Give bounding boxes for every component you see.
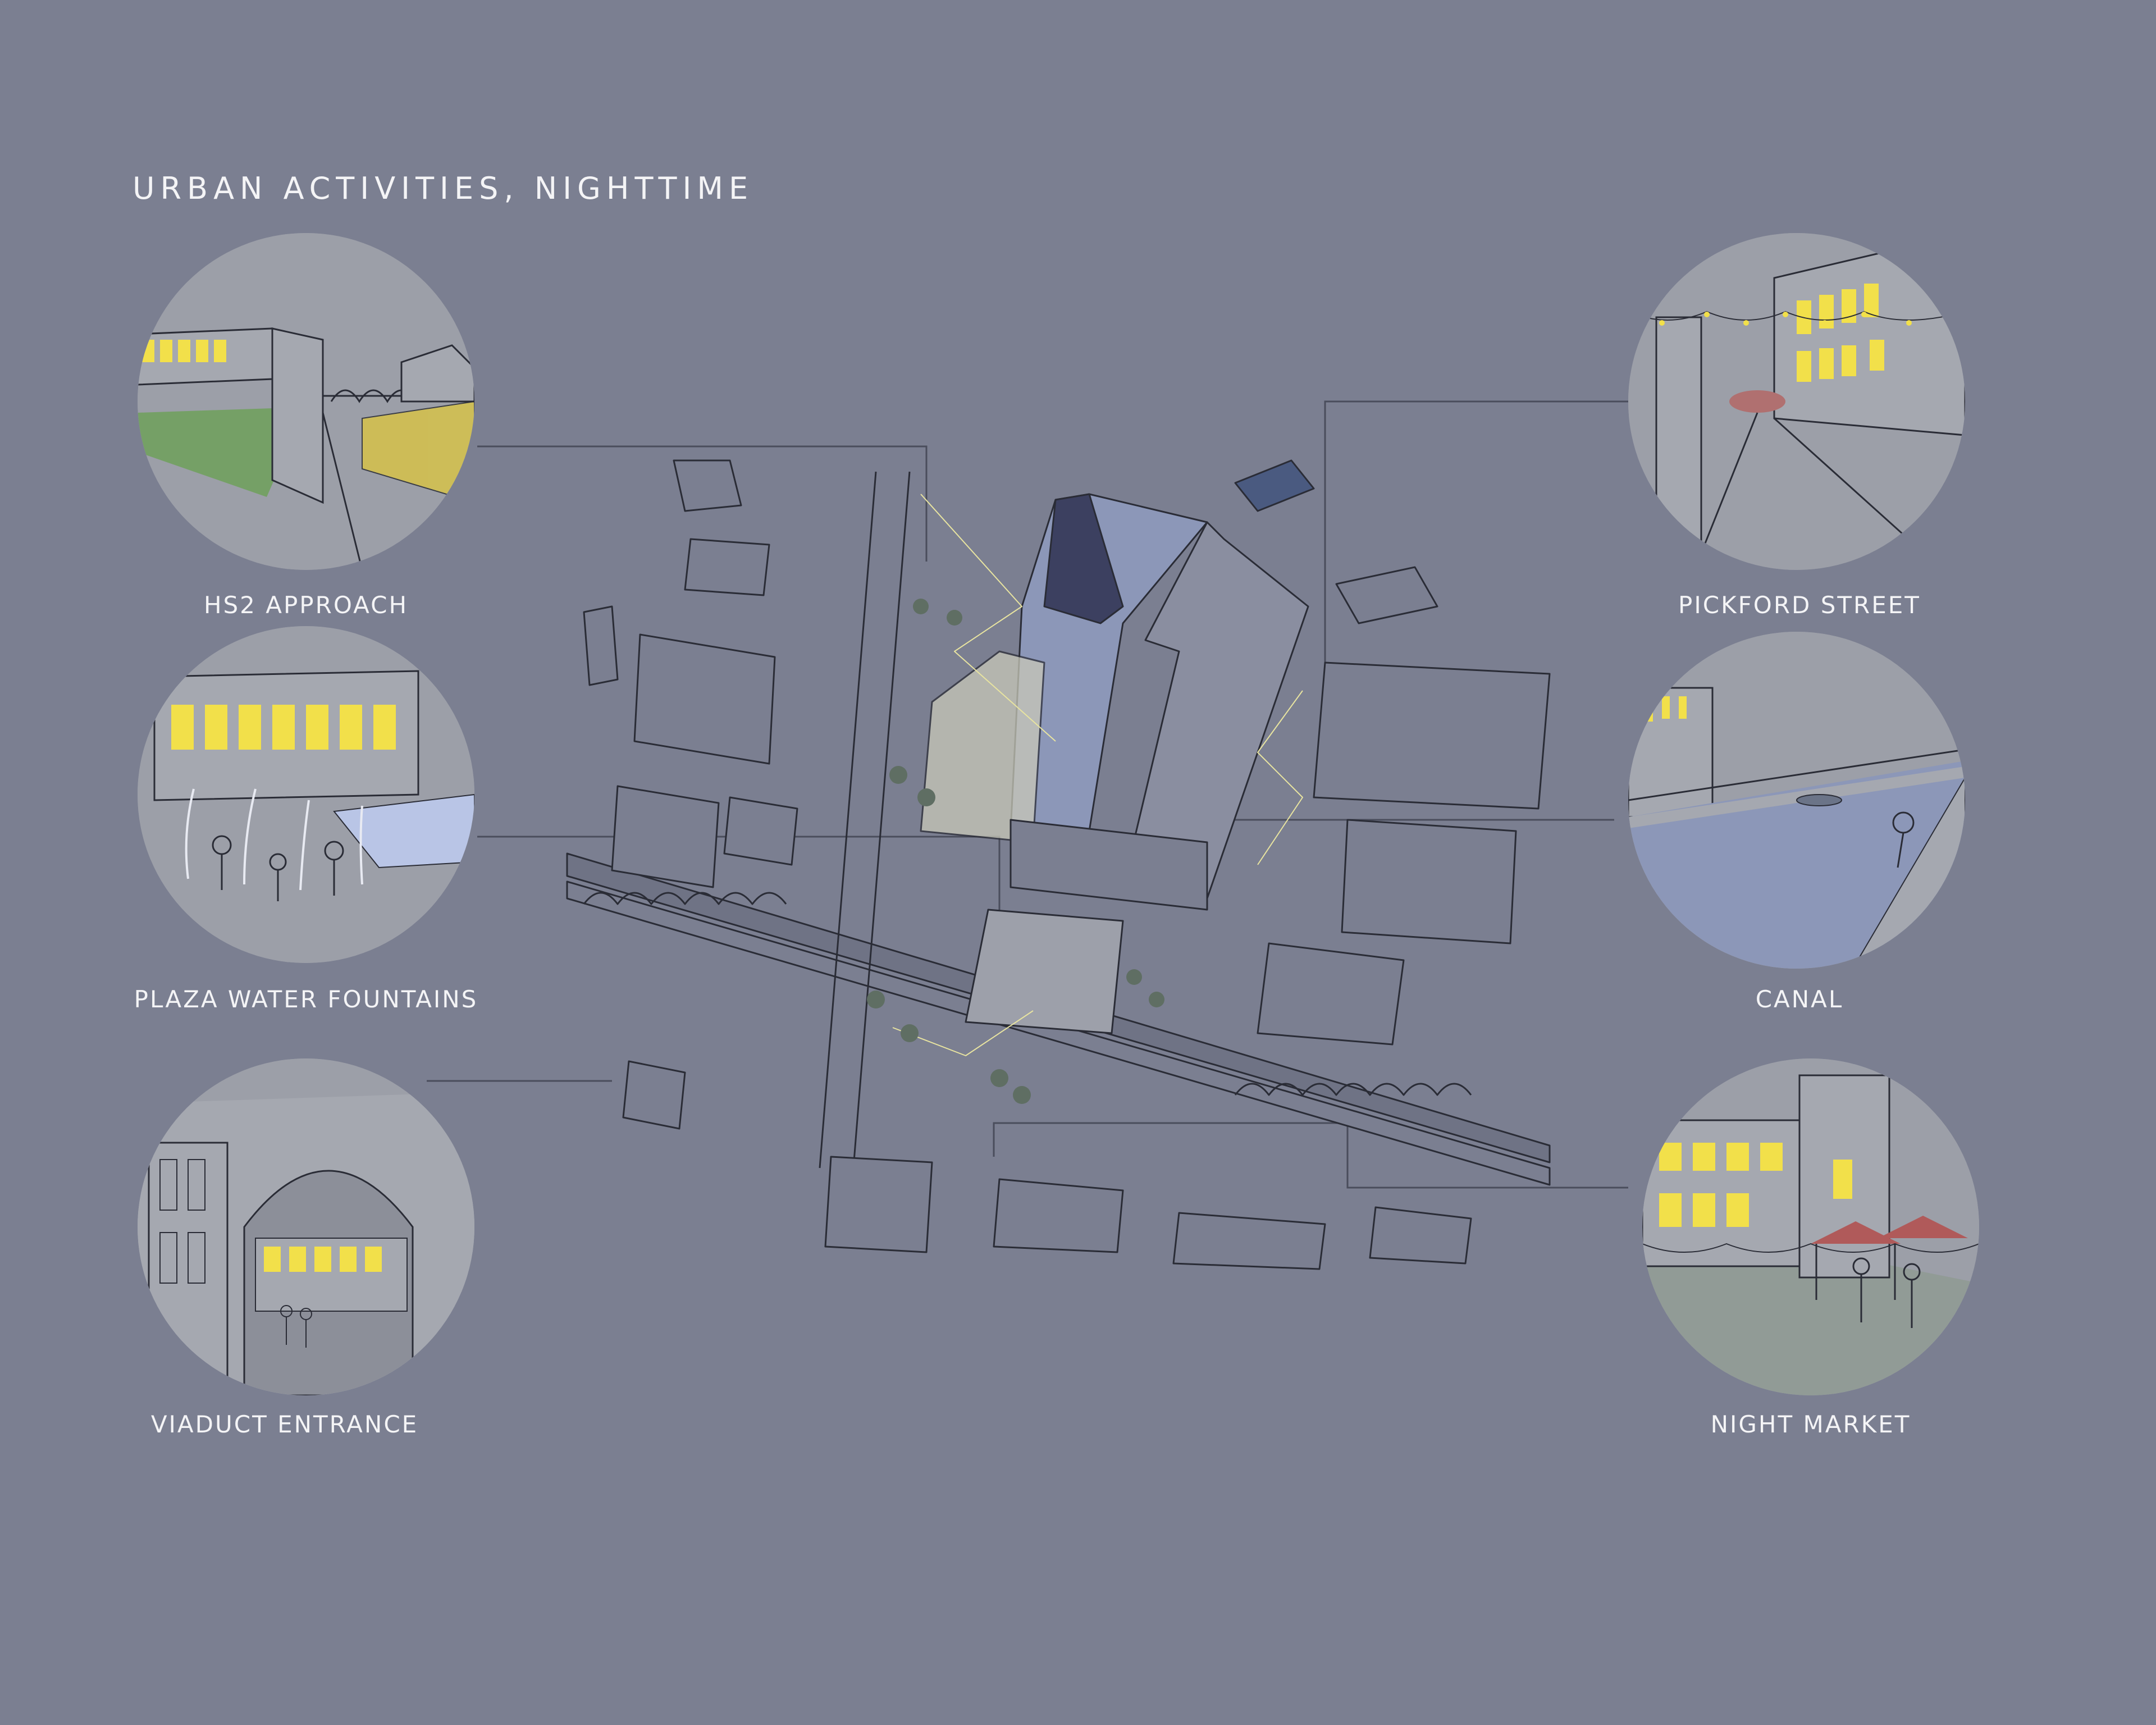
- vignette-hs2-approach[interactable]: [138, 233, 474, 570]
- vignette-night-market[interactable]: [1642, 1058, 1979, 1395]
- vignette-plaza-water-fountains[interactable]: [138, 626, 474, 963]
- leader-hs2: [477, 445, 928, 562]
- vignette-canal[interactable]: [1628, 632, 1965, 969]
- viaduct-arches: [583, 892, 1472, 1096]
- vignette-pickford-street[interactable]: [1628, 233, 1965, 570]
- plaza-building: [920, 650, 1045, 843]
- caption-viaduct-entrance: VIADUCT ENTRANCE: [150, 1411, 419, 1438]
- caption-pickford-street: PICKFORD STREET: [1678, 591, 1921, 619]
- plaza: [965, 909, 1124, 1034]
- night-market-sketch-icon: [1642, 1058, 1979, 1395]
- site-plan-axonometric: [566, 459, 1551, 1270]
- caption-hs2-approach: HS2 APPROACH: [203, 591, 409, 619]
- caption-night-market: NIGHT MARKET: [1710, 1411, 1911, 1438]
- hs2-approach-sketch-icon: [138, 233, 474, 570]
- pickford-street-sketch-icon: [1628, 233, 1965, 570]
- plaza-fountains-sketch-icon: [138, 626, 474, 963]
- vignette-viaduct-entrance[interactable]: [138, 1058, 474, 1395]
- trees: [867, 599, 1164, 1104]
- main-road: [819, 471, 877, 1169]
- dark-canal-arm: [1043, 493, 1124, 624]
- caption-canal: CANAL: [1755, 985, 1844, 1013]
- caption-plaza-water-fountains: PLAZA WATER FOUNTAINS: [134, 985, 478, 1013]
- canal-sketch-icon: [1628, 632, 1965, 969]
- viaduct-entrance-sketch-icon: [138, 1058, 474, 1395]
- page-title: URBAN ACTIVITIES, NIGHTTIME: [133, 171, 754, 206]
- leader-pickford: [1324, 400, 1645, 663]
